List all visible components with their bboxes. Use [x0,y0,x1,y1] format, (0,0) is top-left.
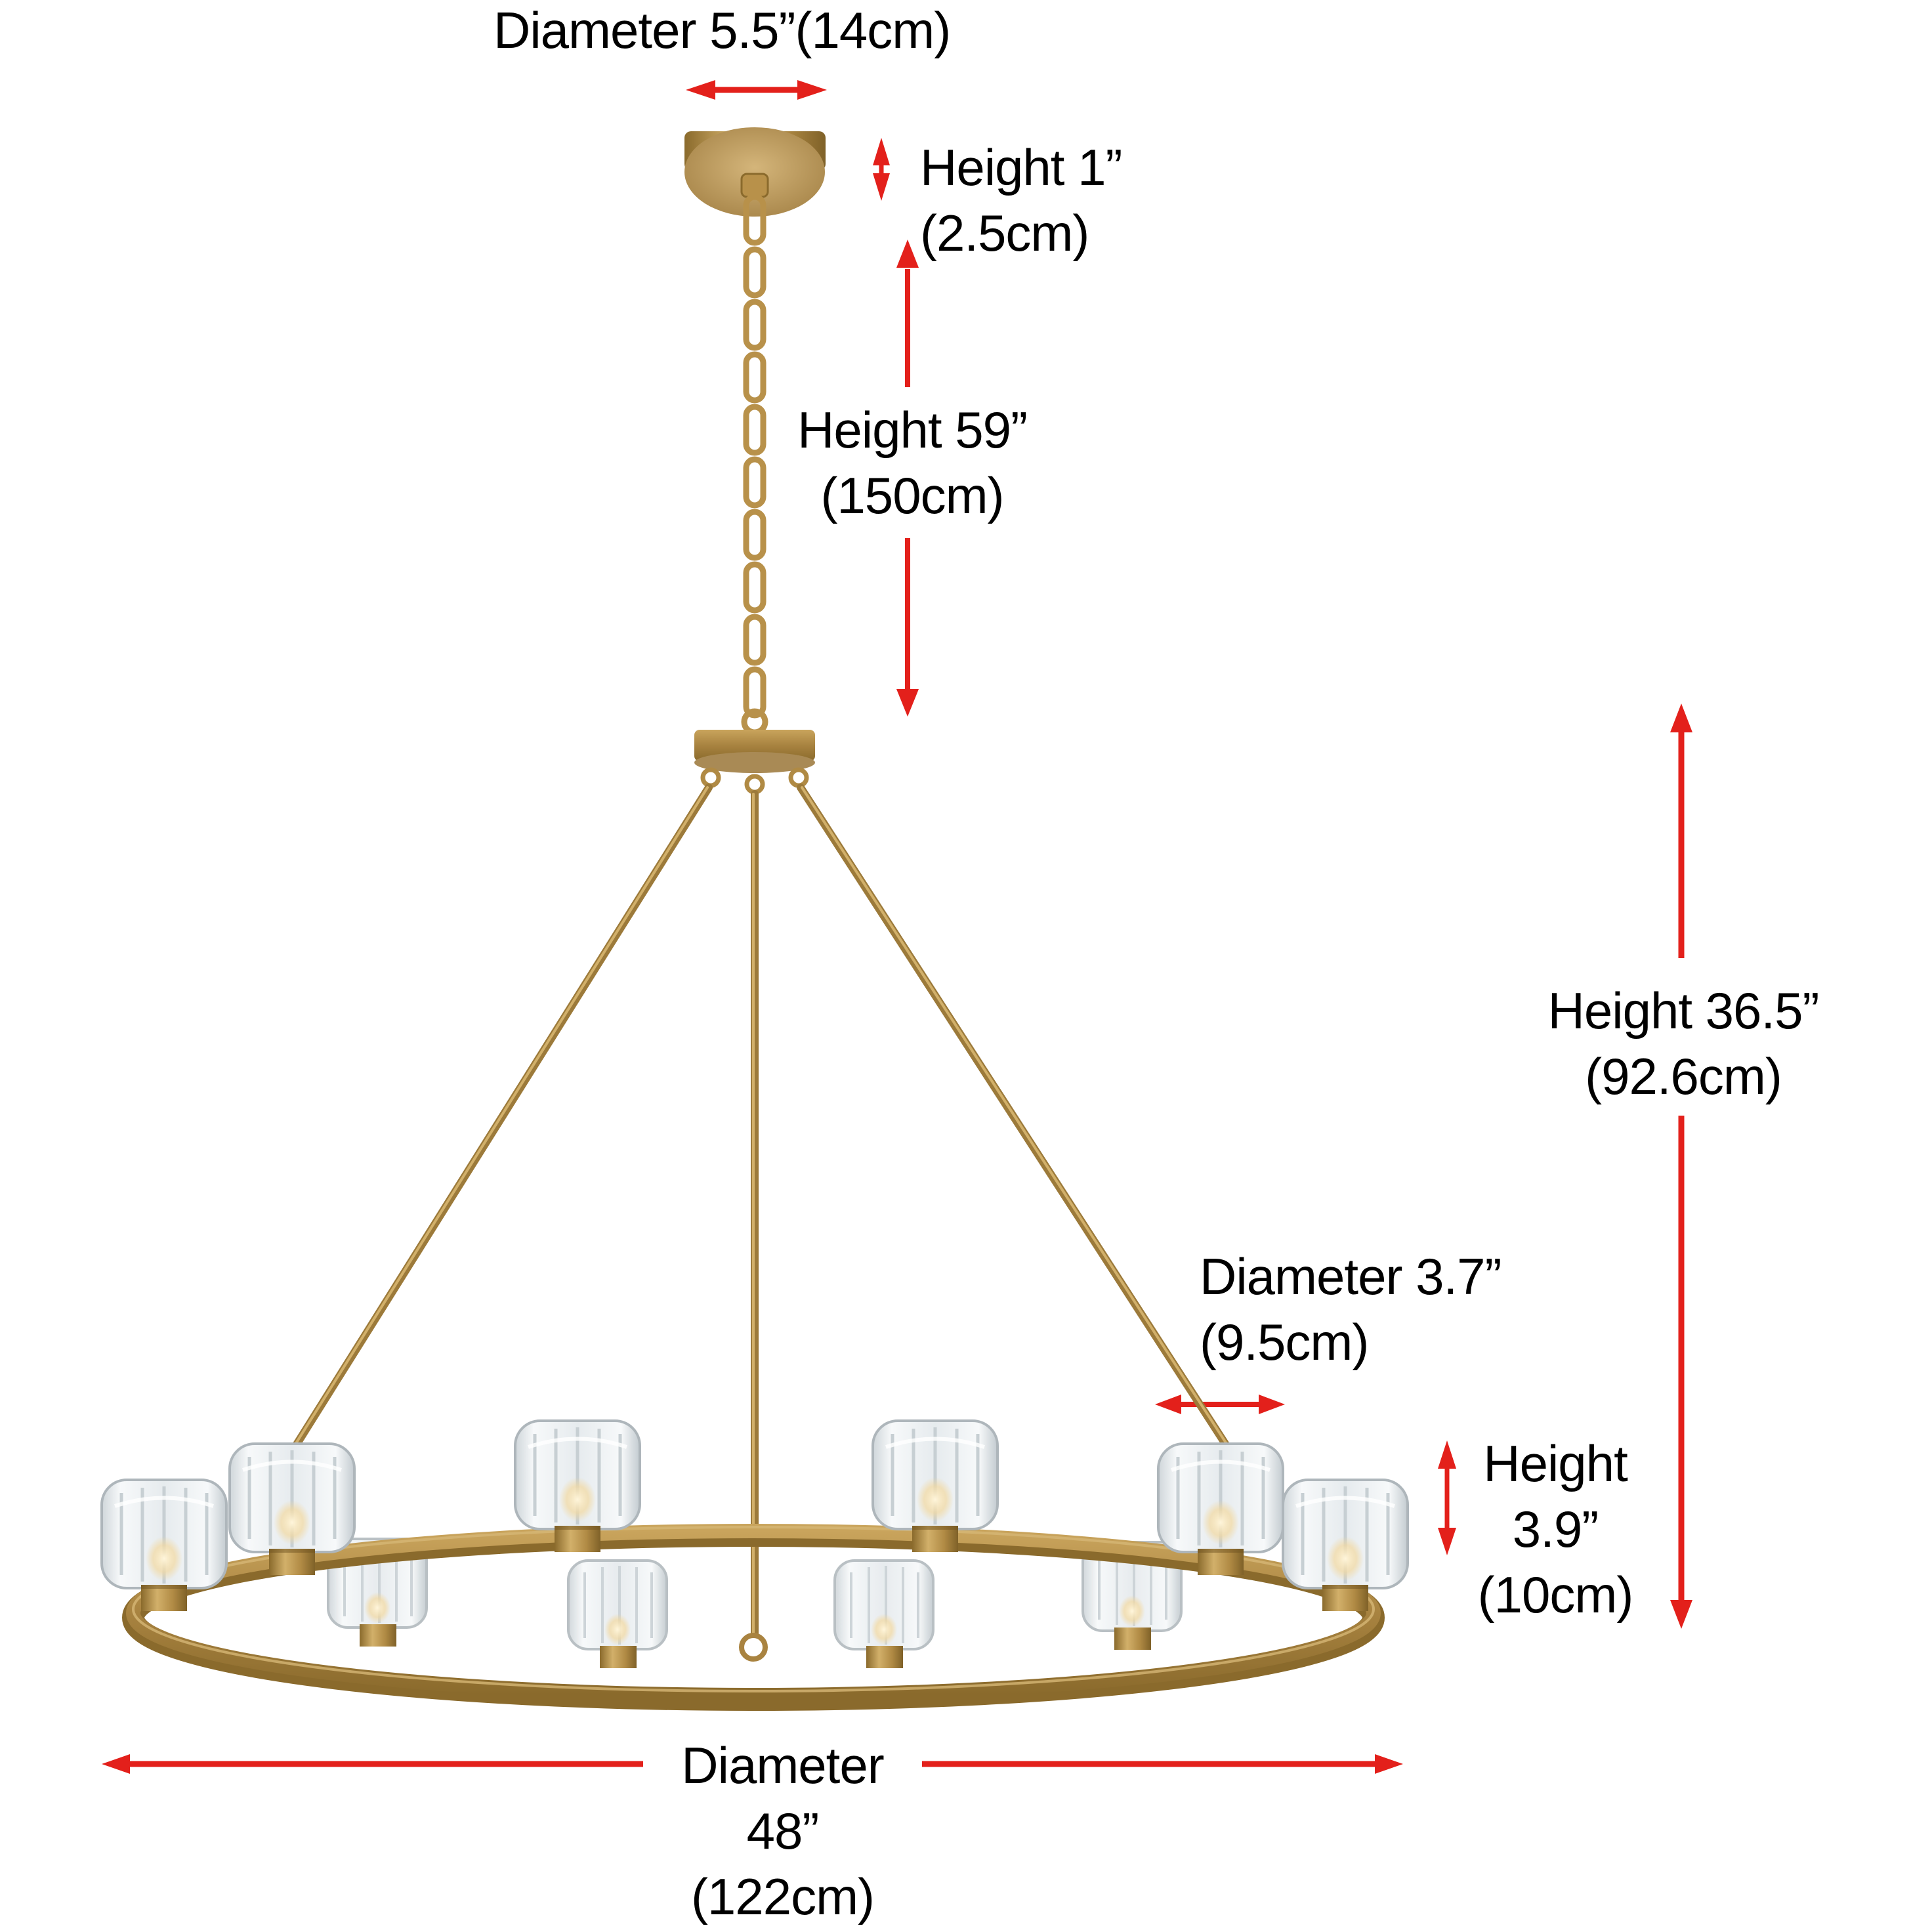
center-hub [694,730,815,795]
chandelier-illustration [102,127,1408,1711]
ceiling-canopy [684,127,826,217]
canopy-height-cm: (2.5cm) [920,204,1089,262]
canopy-height-arrow-icon [873,138,890,201]
chain-height-label: Height 59” (150cm) [774,397,1050,528]
chain-height-inches: Height 59” [797,401,1028,459]
body-height-arrow-icon [1670,704,1692,1629]
ring-diameter-label: Diameter 48” (122cm) [650,1732,915,1929]
shade-height-label: Height 3.9” (10cm) [1457,1431,1654,1628]
support-rods [285,784,1238,1662]
canopy-height-label: Height 1” (2.5cm) [920,135,1122,266]
shade-height-word: Height [1483,1435,1628,1492]
chain-height-cm: (150cm) [820,467,1004,524]
ring-diameter-inches: 48” [746,1802,820,1860]
body-height-inches: Height 36.5” [1547,982,1820,1040]
shade-diameter-cm: (9.5cm) [1200,1313,1369,1371]
ring-diameter-cm: (122cm) [690,1868,875,1925]
canopy-diameter-arrow-icon [686,80,827,100]
chain [741,194,768,736]
shade-diameter-label: Diameter 3.7” (9.5cm) [1200,1244,1502,1375]
canopy-diameter-label: Diameter 5.5”(14cm) [494,0,951,63]
shade-height-arrow-icon [1438,1440,1456,1555]
shade-diameter-inches: Diameter 3.7” [1200,1248,1502,1305]
body-height-cm: (92.6cm) [1585,1047,1782,1105]
canopy-diameter-text: Diameter 5.5”(14cm) [494,1,951,59]
chain-height-arrow-icon [896,240,919,717]
brass-ring [122,1524,1385,1711]
canopy-height-inches: Height 1” [920,138,1122,196]
shade-diameter-arrow-icon [1155,1395,1285,1414]
ring-diameter-word: Diameter [681,1736,884,1794]
shade-height-cm: (10cm) [1477,1566,1634,1624]
ring-diameter-arrow-icon [102,1754,1403,1774]
shade-height-inches: 3.9” [1512,1500,1599,1558]
dimension-arrows [102,80,1692,1774]
body-height-label: Height 36.5” (92.6cm) [1522,978,1844,1109]
